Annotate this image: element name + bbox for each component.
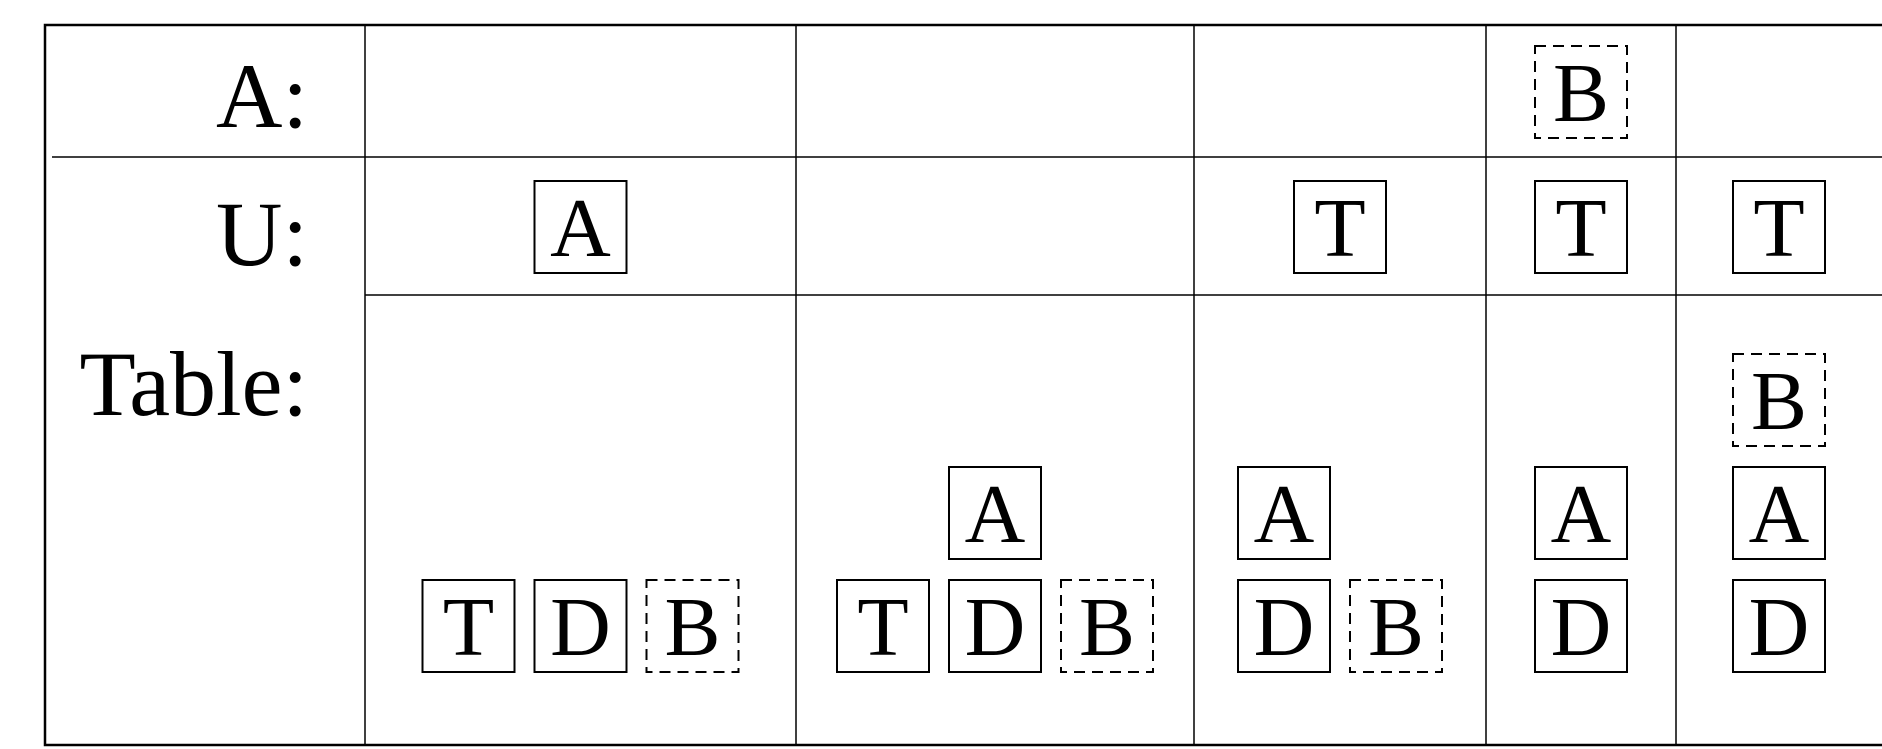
block-outline [1732, 579, 1826, 673]
block-outline [1732, 353, 1826, 447]
block-letter: D [1551, 581, 1612, 674]
block-letter: B [1751, 355, 1807, 448]
row-label-a: A: [216, 45, 308, 147]
row-label-table: Table: [79, 333, 308, 435]
block-t: T [1732, 180, 1826, 275]
block-b: B [1732, 353, 1826, 448]
block-letter: T [1753, 182, 1804, 275]
block-outline [948, 579, 1042, 673]
block-b: B [1534, 45, 1628, 140]
block-letter: B [1553, 47, 1609, 140]
block-outline [1293, 180, 1387, 274]
block-letter: D [1254, 581, 1315, 674]
block-a: A [948, 466, 1042, 561]
row-label-u: U: [216, 183, 308, 285]
outer-border [43, 23, 1882, 747]
block-a: A [1732, 466, 1826, 561]
block-a: A [1534, 466, 1628, 561]
block-t: T [1534, 180, 1628, 275]
block-t: T [421, 579, 516, 674]
block-letter: B [664, 581, 720, 674]
block-letter: B [1079, 581, 1135, 674]
block-t: T [836, 579, 930, 674]
block-outline [1060, 579, 1154, 673]
block-letter: D [1749, 581, 1810, 674]
block-outline [1534, 180, 1628, 274]
block-d: D [948, 579, 1042, 674]
block-letter: A [965, 468, 1026, 561]
block-letter: D [965, 581, 1026, 674]
block-outline [421, 579, 516, 673]
block-b: B [645, 579, 740, 674]
block-outline [836, 579, 930, 673]
block-letter: T [443, 581, 494, 674]
block-outline [1237, 466, 1331, 560]
block-outline [533, 579, 628, 673]
block-letter: T [857, 581, 908, 674]
block-a: A [1237, 466, 1331, 561]
block-outline [1534, 45, 1628, 139]
block-outline [1732, 466, 1826, 560]
block-b: B [1060, 579, 1154, 674]
block-letter: A [1254, 468, 1315, 561]
block-outline [1237, 579, 1331, 673]
block-outline [1349, 579, 1443, 673]
block-outline [948, 466, 1042, 560]
block-letter: B [1368, 581, 1424, 674]
block-letter: T [1555, 182, 1606, 275]
table-grid [43, 23, 1882, 747]
block-b: B [1349, 579, 1443, 674]
block-t: T [1293, 180, 1387, 275]
block-outline [533, 180, 628, 274]
block-outline [645, 579, 740, 673]
block-letter: A [550, 182, 611, 275]
block-letter: D [550, 581, 611, 674]
block-letter: T [1314, 182, 1365, 275]
block-letter: A [1749, 468, 1810, 561]
block-outline [1534, 579, 1628, 673]
block-letter: A [1551, 468, 1612, 561]
block-outline [1732, 180, 1826, 274]
block-d: D [1732, 579, 1826, 674]
block-d: D [1534, 579, 1628, 674]
block-outline [1534, 466, 1628, 560]
block-d: D [533, 579, 628, 674]
block-a: A [533, 180, 628, 275]
block-d: D [1237, 579, 1331, 674]
